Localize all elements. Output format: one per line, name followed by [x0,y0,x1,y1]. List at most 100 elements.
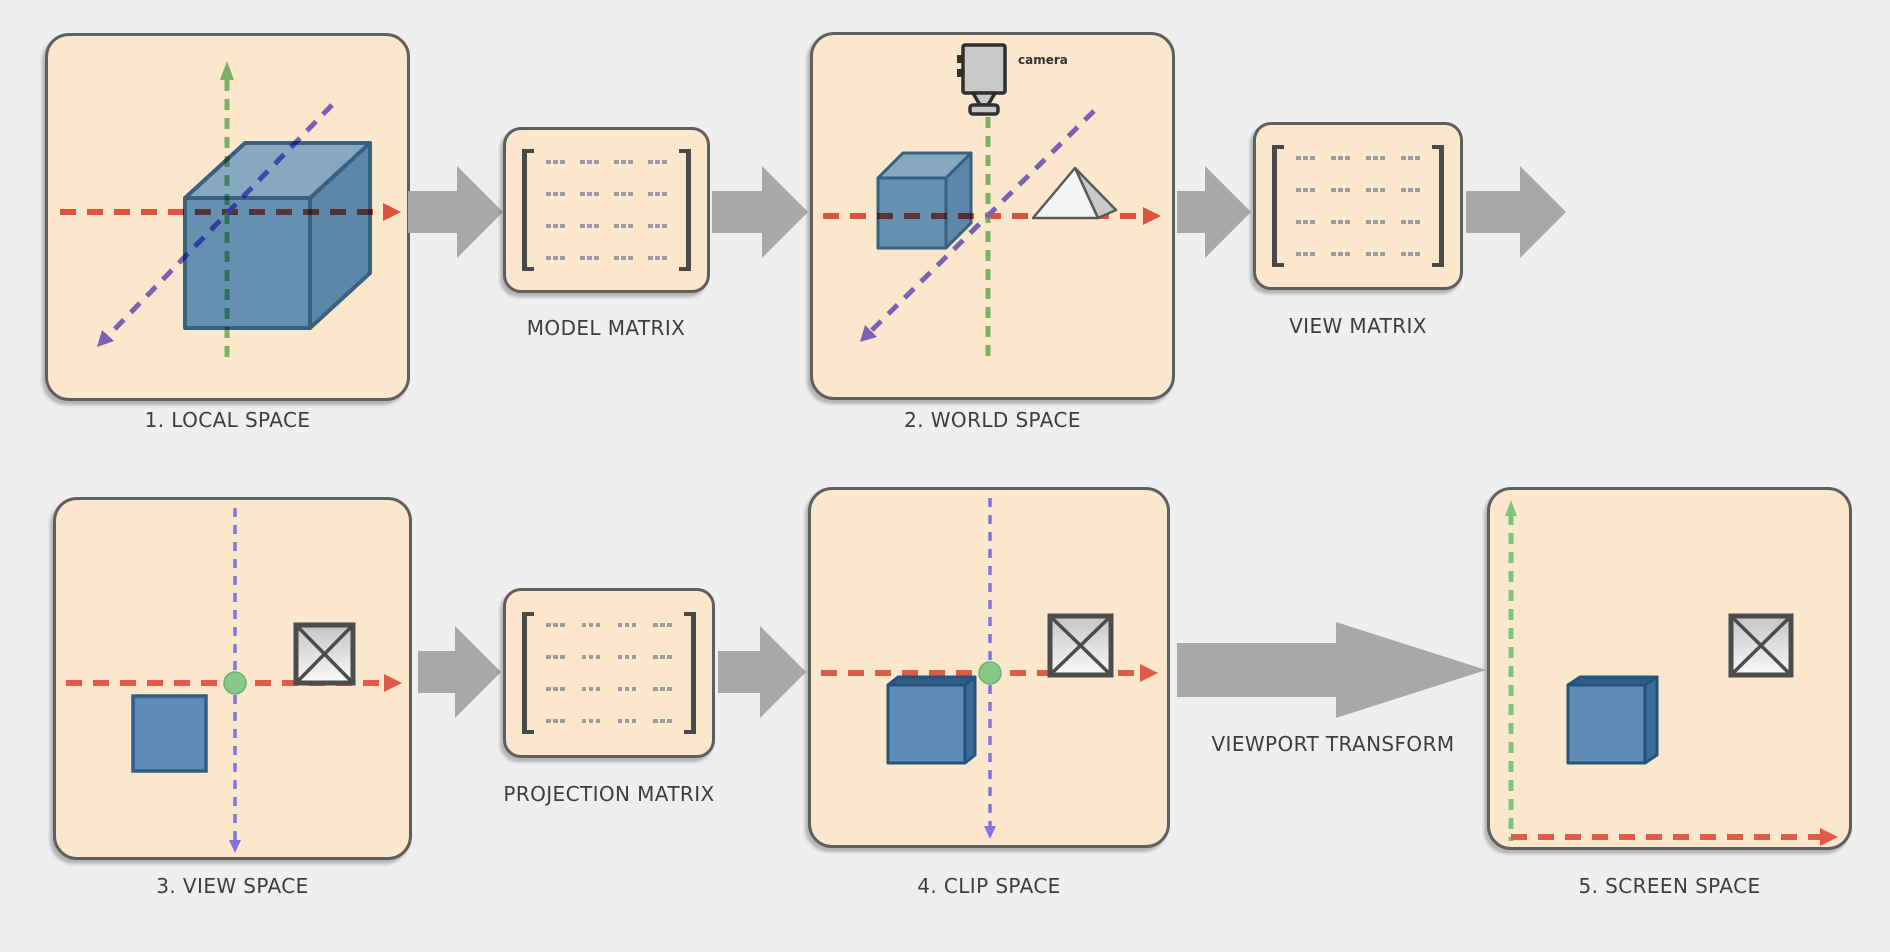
matrix-dots-grid [546,623,672,723]
crossed-box-icon [1728,613,1794,678]
matrix-cell [1331,188,1350,192]
projection-matrix-box [503,588,715,758]
label-model-matrix: MODEL MATRIX [526,316,686,340]
label-screen-space: 5. SCREEN SPACE [1578,874,1761,898]
matrix-cell [1401,188,1420,192]
view-matrix-box [1253,122,1463,290]
x-axis [821,664,1158,682]
matrix-cell [617,687,637,691]
matrix-cell [1366,188,1385,192]
z-axis [97,103,334,347]
matrix-cell [1366,252,1385,256]
matrix-cell [617,719,637,723]
origin-dot [223,671,247,695]
matrix-cell [1296,188,1315,192]
label-view-matrix: VIEW MATRIX [1289,314,1427,338]
matrix-cell [546,687,565,691]
label-local-space: 1. LOCAL SPACE [144,408,311,432]
matrix-cell [1296,220,1315,224]
matrix-bracket-right [1432,145,1444,267]
panel-world-space: camera [810,32,1175,400]
arrow-viewport-transform [1177,622,1486,718]
matrix-cell [580,160,599,164]
label-projection-matrix: PROJECTION MATRIX [503,782,715,806]
label-clip-space: 4. CLIP SPACE [917,874,1061,898]
matrix-cell [617,655,637,659]
matrix-dots-grid [1296,156,1420,256]
matrix-cell [1366,156,1385,160]
panel-view-space [53,497,412,860]
matrix-cell [546,655,565,659]
cube-icon [183,141,372,330]
matrix-cell [1401,252,1420,256]
z-axis [860,109,1096,342]
matrix-cell [546,224,565,228]
matrix-cell [1401,156,1420,160]
y-axis [1505,500,1517,841]
matrix-cell [648,224,667,228]
square-icon [131,694,208,773]
matrix-cell [1331,220,1350,224]
camera-label: camera [1018,53,1068,67]
matrix-cell [653,623,672,627]
cube-icon [1566,675,1659,765]
matrix-cell [648,256,667,260]
matrix-cell [648,160,667,164]
panel-screen-space [1487,487,1852,850]
matrix-dots-grid [546,160,667,260]
cube-icon [886,675,977,765]
matrix-cell [653,687,672,691]
origin-dot [978,661,1002,685]
label-view-space: 3. VIEW SPACE [156,874,309,898]
matrix-cell [1331,252,1350,256]
matrix-cell [648,192,667,196]
matrix-cell [580,192,599,196]
arrow-view-matrix-out [1466,166,1566,258]
matrix-cell [653,655,672,659]
camera-icon [957,43,1007,116]
matrix-cell [614,224,633,228]
matrix-cell [546,719,565,723]
matrix-cell [581,623,601,627]
y-axis [220,61,234,363]
label-viewport-transform: VIEWPORT TRANSFORM [1211,732,1455,756]
model-matrix-box [503,127,710,293]
pyramid-icon [1031,166,1118,220]
matrix-cell [1296,252,1315,256]
matrix-bracket-left [522,612,534,734]
panel-clip-space [808,487,1170,848]
arrow-view-to-projection-matrix [418,626,501,718]
x-axis [1511,828,1838,846]
world-space-graphic [823,43,1161,357]
matrix-cell [617,623,637,627]
arrow-projection-matrix-to-clip [718,626,806,718]
matrix-cell [1366,220,1385,224]
matrix-cell [581,655,601,659]
matrix-cell [653,719,672,723]
matrix-bracket-right [684,612,696,734]
arrow-local-to-model-matrix [408,166,503,258]
matrix-cell [1401,220,1420,224]
matrix-cell [546,192,565,196]
label-world-space: 2. WORLD SPACE [904,408,1081,432]
matrix-cell [580,224,599,228]
crossed-box-icon [293,622,356,686]
matrix-cell [614,192,633,196]
matrix-bracket-left [522,149,534,271]
matrix-cell [614,256,633,260]
clip-space-graphic [821,498,1158,839]
matrix-cell [546,623,565,627]
cube-icon [876,151,973,250]
x-axis [66,674,402,692]
matrix-cell [546,256,565,260]
matrix-bracket-left [1272,145,1284,267]
y-axis [229,508,241,853]
x-axis [823,207,1161,225]
y-axis [984,498,996,839]
x-axis [60,203,401,221]
screen-space-graphic [1505,500,1838,846]
arrow-model-matrix-to-world [712,166,808,258]
matrix-cell [581,687,601,691]
panel-local-space [45,33,410,401]
crossed-box-icon [1047,613,1114,678]
